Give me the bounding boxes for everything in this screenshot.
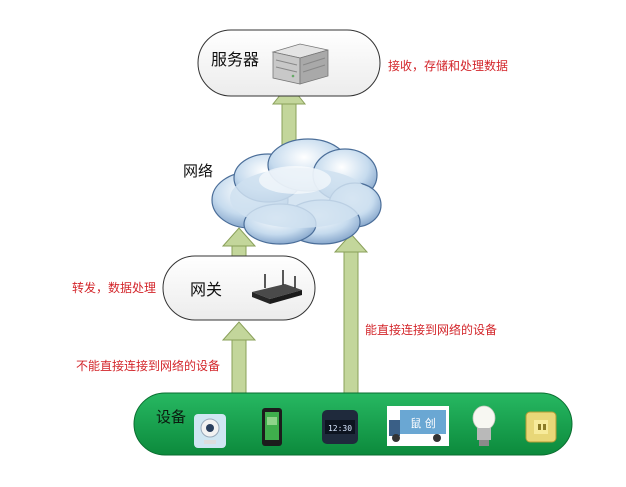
gateway-label: 网关: [190, 280, 223, 299]
devices-label: 设备: [156, 408, 187, 426]
clock-display-icon: 12:30: [322, 410, 358, 444]
arrow-devices-to-gateway: [221, 321, 257, 397]
truck-logo-text: 鼠 创: [410, 416, 436, 430]
router-icon: [252, 270, 302, 304]
delivery-truck-icon: 鼠 创: [387, 406, 449, 446]
svg-text:12:30: 12:30: [328, 424, 352, 433]
server-note: 接收，存储和处理数据: [388, 59, 509, 73]
indirect-connect-note: 不能直接连接到网络的设备: [76, 359, 221, 373]
server-rack-icon: [271, 43, 329, 85]
light-bulb-icon: [472, 405, 496, 446]
network-label: 网络: [183, 162, 214, 180]
smart-plug-icon: [525, 411, 557, 443]
phone-icon: [262, 408, 282, 446]
gateway-note: 转发，数据处理: [72, 281, 157, 295]
gateway-node: [162, 255, 316, 321]
server-label: 服务器: [211, 50, 260, 69]
direct-connect-note: 能直接连接到网络的设备: [365, 323, 498, 337]
cloud-icon: [211, 138, 382, 245]
webcam-icon: [194, 414, 226, 448]
arrow-direct: [333, 233, 369, 396]
